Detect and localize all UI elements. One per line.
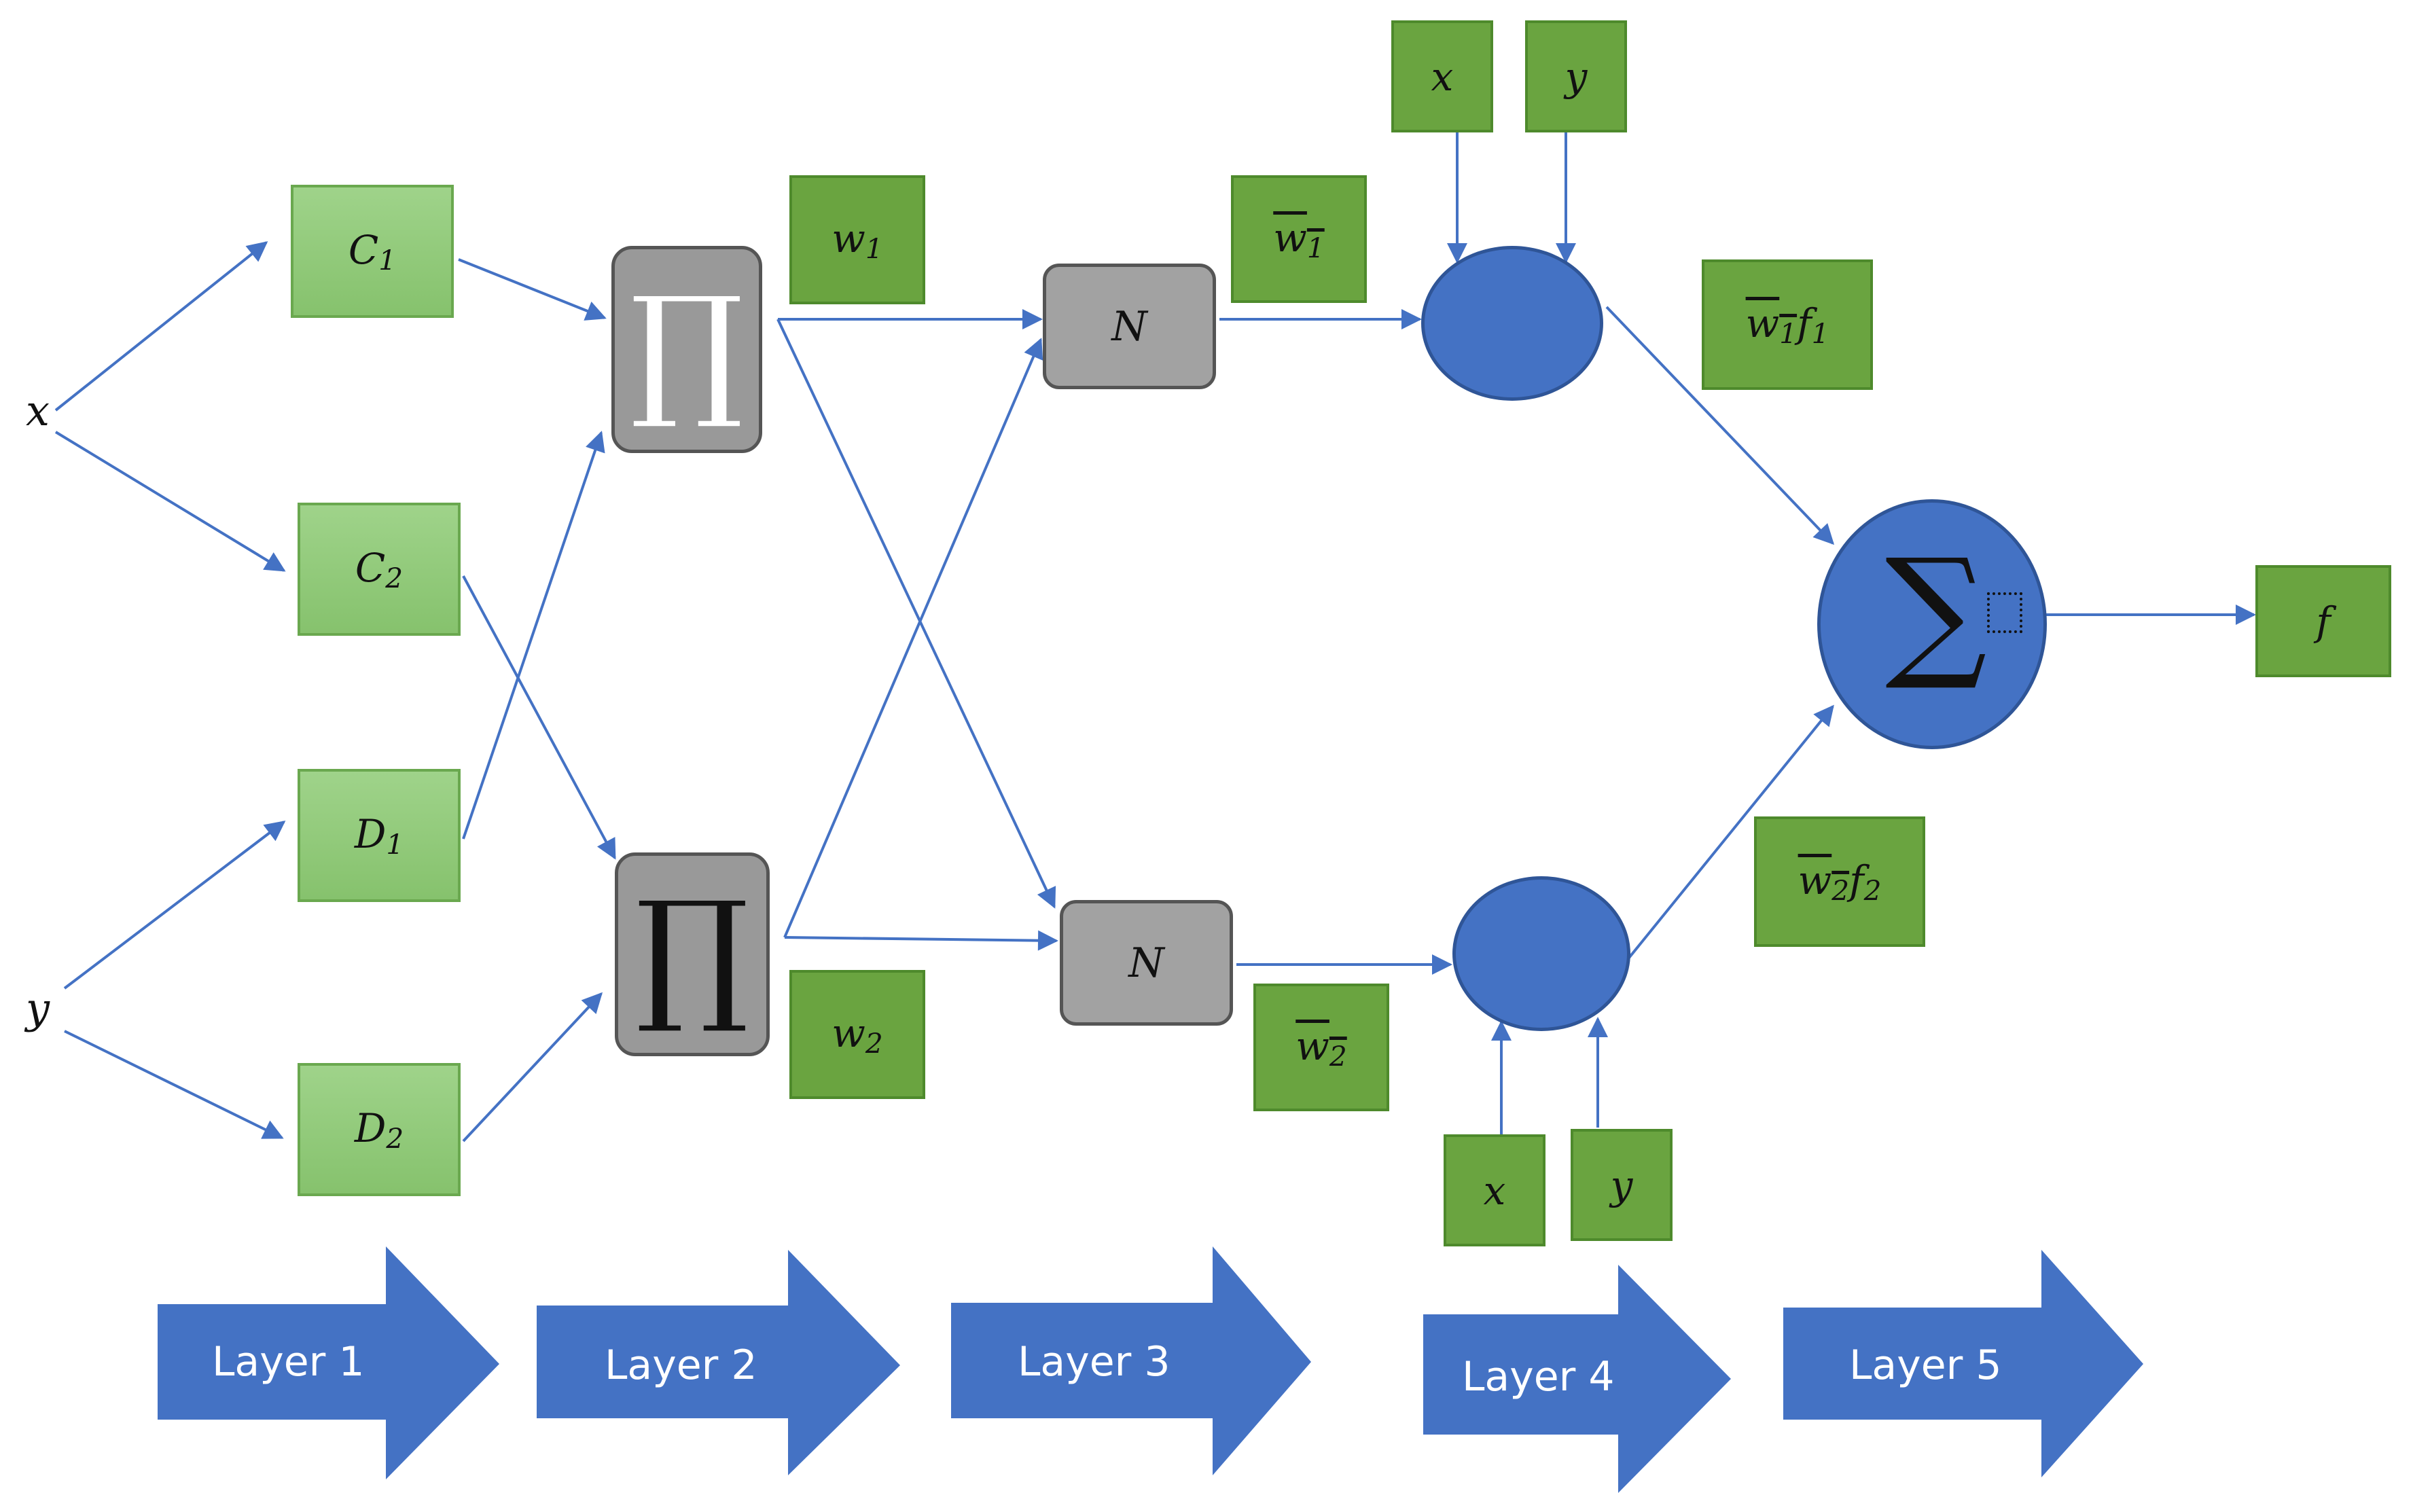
normalized-weight-w2-box: w2 <box>1253 984 1389 1111</box>
block-right-arrow-icon <box>1783 1250 2143 1477</box>
w2-bar-label: w2 <box>1295 1022 1347 1073</box>
w2-label: w2 <box>832 1009 883 1060</box>
arrow-node2-sum <box>1628 704 1834 959</box>
d1-label: D1 <box>354 810 404 861</box>
bottom-input-x-box: x <box>1444 1134 1545 1246</box>
layer-arrows <box>158 1246 2143 1493</box>
placeholder-dotted-box <box>1987 592 2022 633</box>
layer-3-label: Layer 3 <box>1018 1338 1170 1386</box>
layer-4-label: Layer 4 <box>1462 1353 1615 1401</box>
membership-d2-box: D2 <box>298 1063 461 1196</box>
arrow-x-c2 <box>54 431 286 572</box>
arrow-x-c1 <box>54 241 268 412</box>
weighted-output-w2f2-box: w2f2 <box>1754 816 1925 947</box>
product-symbol-2: ∏ <box>635 871 749 1037</box>
top-input-x-box: x <box>1391 20 1493 132</box>
layer-1-label: Layer 1 <box>212 1338 365 1386</box>
bottom-y-label: y <box>1610 1162 1633 1208</box>
layer-2-label: Layer 2 <box>605 1342 757 1389</box>
membership-c2-box: C2 <box>298 503 461 636</box>
w1-label: w1 <box>832 215 883 265</box>
w1-bar-label: w1 <box>1273 214 1325 264</box>
layer-5-label: Layer 5 <box>1849 1342 2002 1389</box>
input-y-label: y <box>26 984 50 1033</box>
membership-c1-box: C1 <box>291 185 454 318</box>
output-f-box: f <box>2255 565 2391 677</box>
connection-arrows <box>54 130 2256 1142</box>
normalize-node-1: N <box>1043 264 1216 389</box>
top-y-label: y <box>1565 53 1588 100</box>
output-f-label: f <box>2316 598 2331 645</box>
input-x-label: x <box>26 386 50 435</box>
block-right-arrow-icon <box>951 1246 1311 1475</box>
c1-label: C1 <box>348 226 397 276</box>
bottom-x-label: x <box>1483 1167 1506 1214</box>
membership-d1-box: D1 <box>298 769 461 902</box>
block-right-arrow-icon <box>158 1246 499 1479</box>
n1-label: N <box>1111 302 1147 350</box>
normalized-weight-w1-box: w1 <box>1231 175 1367 303</box>
arrow-y-d2 <box>64 1030 284 1139</box>
consequent-node-1 <box>1421 246 1603 401</box>
block-right-arrow-icon <box>1423 1265 1731 1493</box>
top-input-y-box: y <box>1525 20 1627 132</box>
n2-label: N <box>1128 939 1164 987</box>
arrow-d1-prod1 <box>462 431 605 840</box>
arrow-y-d1 <box>63 821 286 990</box>
top-x-label: x <box>1431 53 1454 100</box>
weight-w1-box: w1 <box>789 175 925 304</box>
sum-symbol: ∑ <box>1885 528 1987 694</box>
weighted-output-w1f1-box: w1f1 <box>1702 259 1873 390</box>
arrow-c1-prod1 <box>458 258 607 321</box>
w2f2-label: w2f2 <box>1798 857 1882 907</box>
arrow-prod2-n1 <box>783 338 1043 938</box>
product-node-1: ∏ <box>611 246 762 453</box>
consequent-node-2 <box>1452 876 1630 1031</box>
arrow-c2-prod2 <box>462 575 616 860</box>
bottom-input-y-box: y <box>1571 1129 1673 1241</box>
w1f1-label: w1f1 <box>1745 300 1829 350</box>
product-symbol-1: ∏ <box>630 266 744 433</box>
normalize-node-2: N <box>1060 900 1233 1026</box>
arrow-prod1-n2 <box>776 319 1056 909</box>
d2-label: D2 <box>354 1104 404 1155</box>
arrow-prod2-n2 <box>784 930 1058 951</box>
product-node-2: ∏ <box>615 852 770 1056</box>
summation-node <box>1817 499 2047 749</box>
arrow-d2-prod2 <box>462 992 603 1142</box>
arrow-node1-sum <box>1605 306 1835 545</box>
c2-label: C2 <box>355 544 404 594</box>
block-right-arrow-icon <box>537 1250 900 1475</box>
weight-w2-box: w2 <box>789 970 925 1099</box>
